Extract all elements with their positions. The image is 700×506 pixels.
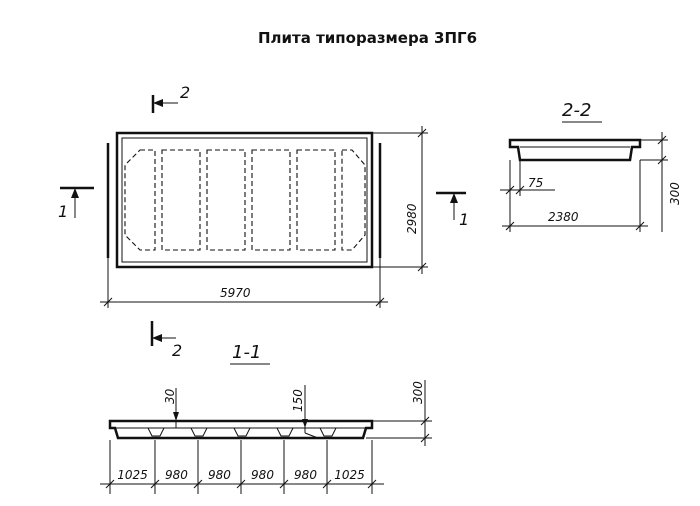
slab-inner-edge <box>121 137 368 263</box>
plan-view: 5970 2980 <box>100 126 428 308</box>
dimension-tick <box>417 262 427 272</box>
transverse-ribs <box>147 427 337 437</box>
arrow-head <box>173 412 179 421</box>
arrow-head <box>450 193 458 203</box>
span-dimension: 1025 <box>117 468 148 482</box>
section-2-2: 2-2 300 75 2380 <box>500 100 682 232</box>
section-1-1-rib: 150 <box>291 389 305 412</box>
dimension-tick <box>375 297 385 307</box>
section-1-1-shelf: 30 <box>163 388 177 404</box>
dimension-tick <box>193 479 203 489</box>
dimension-tick <box>150 479 160 489</box>
section-mark-2-bottom: 2 <box>172 341 182 360</box>
dimension-tick <box>657 135 667 145</box>
section-mark-2-top: 2 <box>180 83 190 102</box>
section-1-1-height: 300 <box>411 381 425 404</box>
rib-panels <box>124 149 366 251</box>
arrow-head <box>71 188 79 198</box>
dimension-tick <box>420 433 430 443</box>
arrow-head <box>302 419 308 428</box>
span-dimension: 980 <box>208 468 231 482</box>
section-2-2-rib: 75 <box>528 176 543 190</box>
dimension-tick <box>103 297 113 307</box>
rib <box>190 427 208 437</box>
section-1-1-label: 1-1 <box>232 342 261 363</box>
section-profile <box>108 419 374 440</box>
span-dimension: 980 <box>165 468 188 482</box>
rib <box>233 427 251 437</box>
arrow-head <box>153 99 163 107</box>
dimension-tick <box>635 221 645 231</box>
arrow-head <box>152 334 162 342</box>
section-profile <box>508 138 642 162</box>
rib-panel <box>251 149 291 251</box>
rib-panel <box>296 149 336 251</box>
span-labels: 1025 980 980 980 980 1025 <box>117 468 365 482</box>
dimension-tick <box>420 416 430 426</box>
rib-panel <box>124 149 156 251</box>
span-ticks <box>105 440 377 494</box>
span-dimension: 980 <box>251 468 274 482</box>
span-dimension: 1025 <box>334 468 365 482</box>
dimension-tick <box>322 479 332 489</box>
rib <box>147 427 165 437</box>
dimension-tick <box>515 185 525 195</box>
section-2-2-label: 2-2 <box>562 100 591 121</box>
drawing-title: Плита типоразмера 3ПГ6 <box>258 29 477 47</box>
section-2-2-width: 2380 <box>548 210 579 224</box>
rib <box>276 427 294 437</box>
span-dimension: 980 <box>294 468 317 482</box>
slab-outline <box>115 131 374 269</box>
dimension-tick <box>657 155 667 165</box>
dimension-tick <box>279 479 289 489</box>
section-mark-1-right: 1 <box>459 210 469 229</box>
dimension-tick <box>505 185 515 195</box>
dimension-tick <box>505 221 515 231</box>
rib-panel <box>341 149 366 251</box>
dimension-tick <box>367 479 377 489</box>
section-2-2-height: 300 <box>668 182 682 205</box>
leader-line <box>304 432 319 439</box>
plan-width: 2980 <box>405 203 419 234</box>
plan-length: 5970 <box>220 286 251 300</box>
dimension-tick <box>236 479 246 489</box>
section-mark-1-left: 1 <box>58 202 68 221</box>
section-marks: 2 2 1 1 <box>58 83 469 360</box>
rib-panel <box>206 149 246 251</box>
dimension-tick <box>417 128 427 138</box>
rib <box>319 427 337 437</box>
dimension-tick <box>105 479 115 489</box>
rib-panel <box>161 149 201 251</box>
